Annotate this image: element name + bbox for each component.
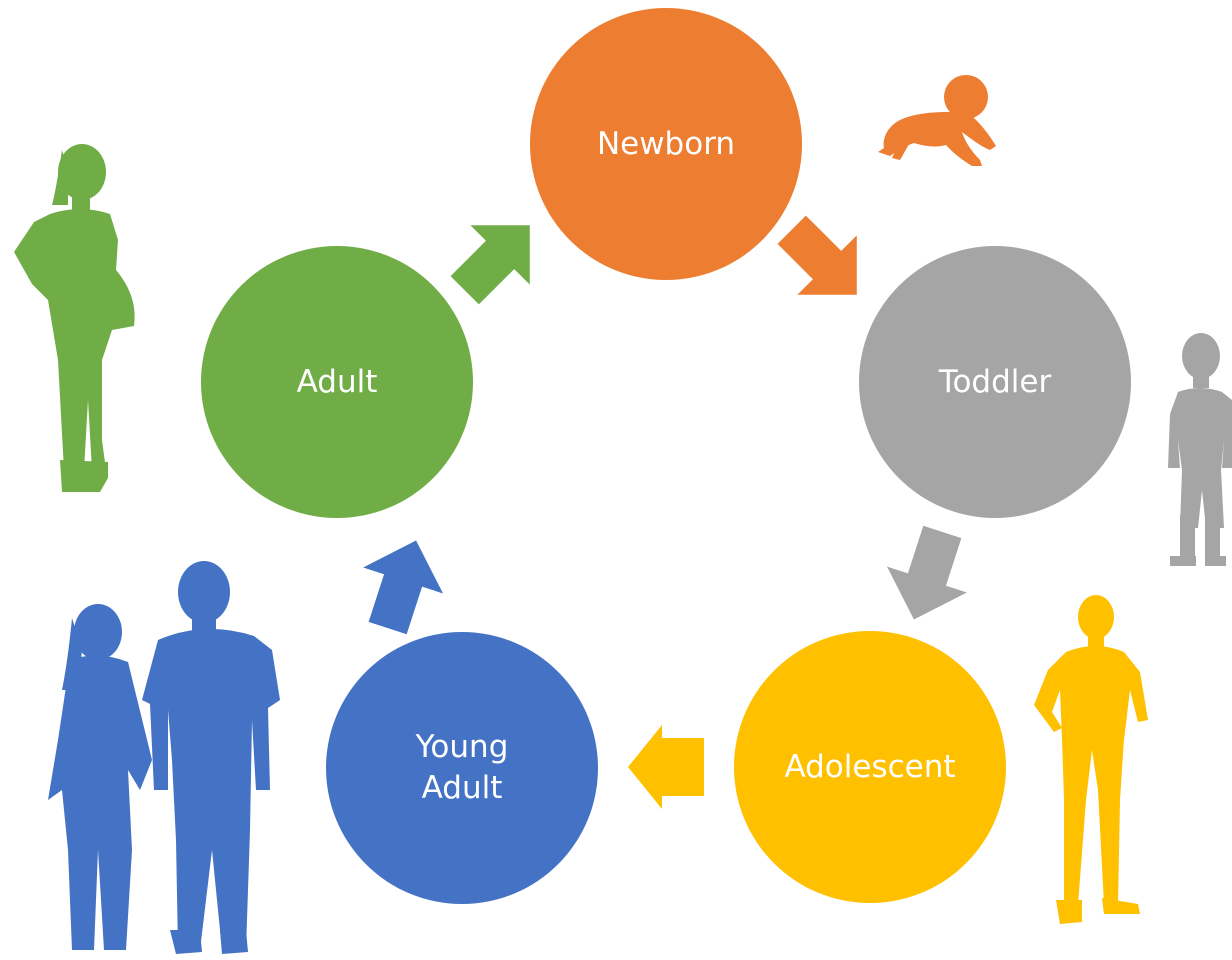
- arrow-adult-to-newborn: [450, 225, 530, 305]
- stage-toddler-circle: Toddler: [859, 246, 1131, 518]
- stage-adult-circle: Adult: [201, 246, 473, 518]
- teen-silhouette-icon: [1034, 595, 1148, 924]
- arrow-adolescent-to-young-adult: [628, 725, 704, 809]
- child-silhouette-icon: [1168, 333, 1232, 566]
- stage-adult-label: Adult: [296, 363, 378, 400]
- stage-toddler-label: Toddler: [938, 363, 1052, 400]
- stage-young-adult-circle: Young Adult: [326, 632, 598, 904]
- stage-newborn-circle: Newborn: [530, 8, 802, 280]
- stage-adolescent-label: Adolescent: [784, 748, 956, 785]
- arrow-young-adult-to-adult: [363, 540, 444, 635]
- arrow-toddler-to-adolescent: [886, 525, 967, 620]
- stage-newborn-label: Newborn: [596, 125, 736, 162]
- pregnant-woman-silhouette-icon: [14, 144, 135, 492]
- crawling-baby-silhouette-icon: [878, 75, 996, 166]
- couple-silhouette-icon: [48, 561, 280, 954]
- stage-young-adult-label: Young Adult: [415, 729, 509, 806]
- arrow-newborn-to-toddler: [777, 215, 857, 295]
- stage-adolescent-circle: Adolescent: [734, 631, 1006, 903]
